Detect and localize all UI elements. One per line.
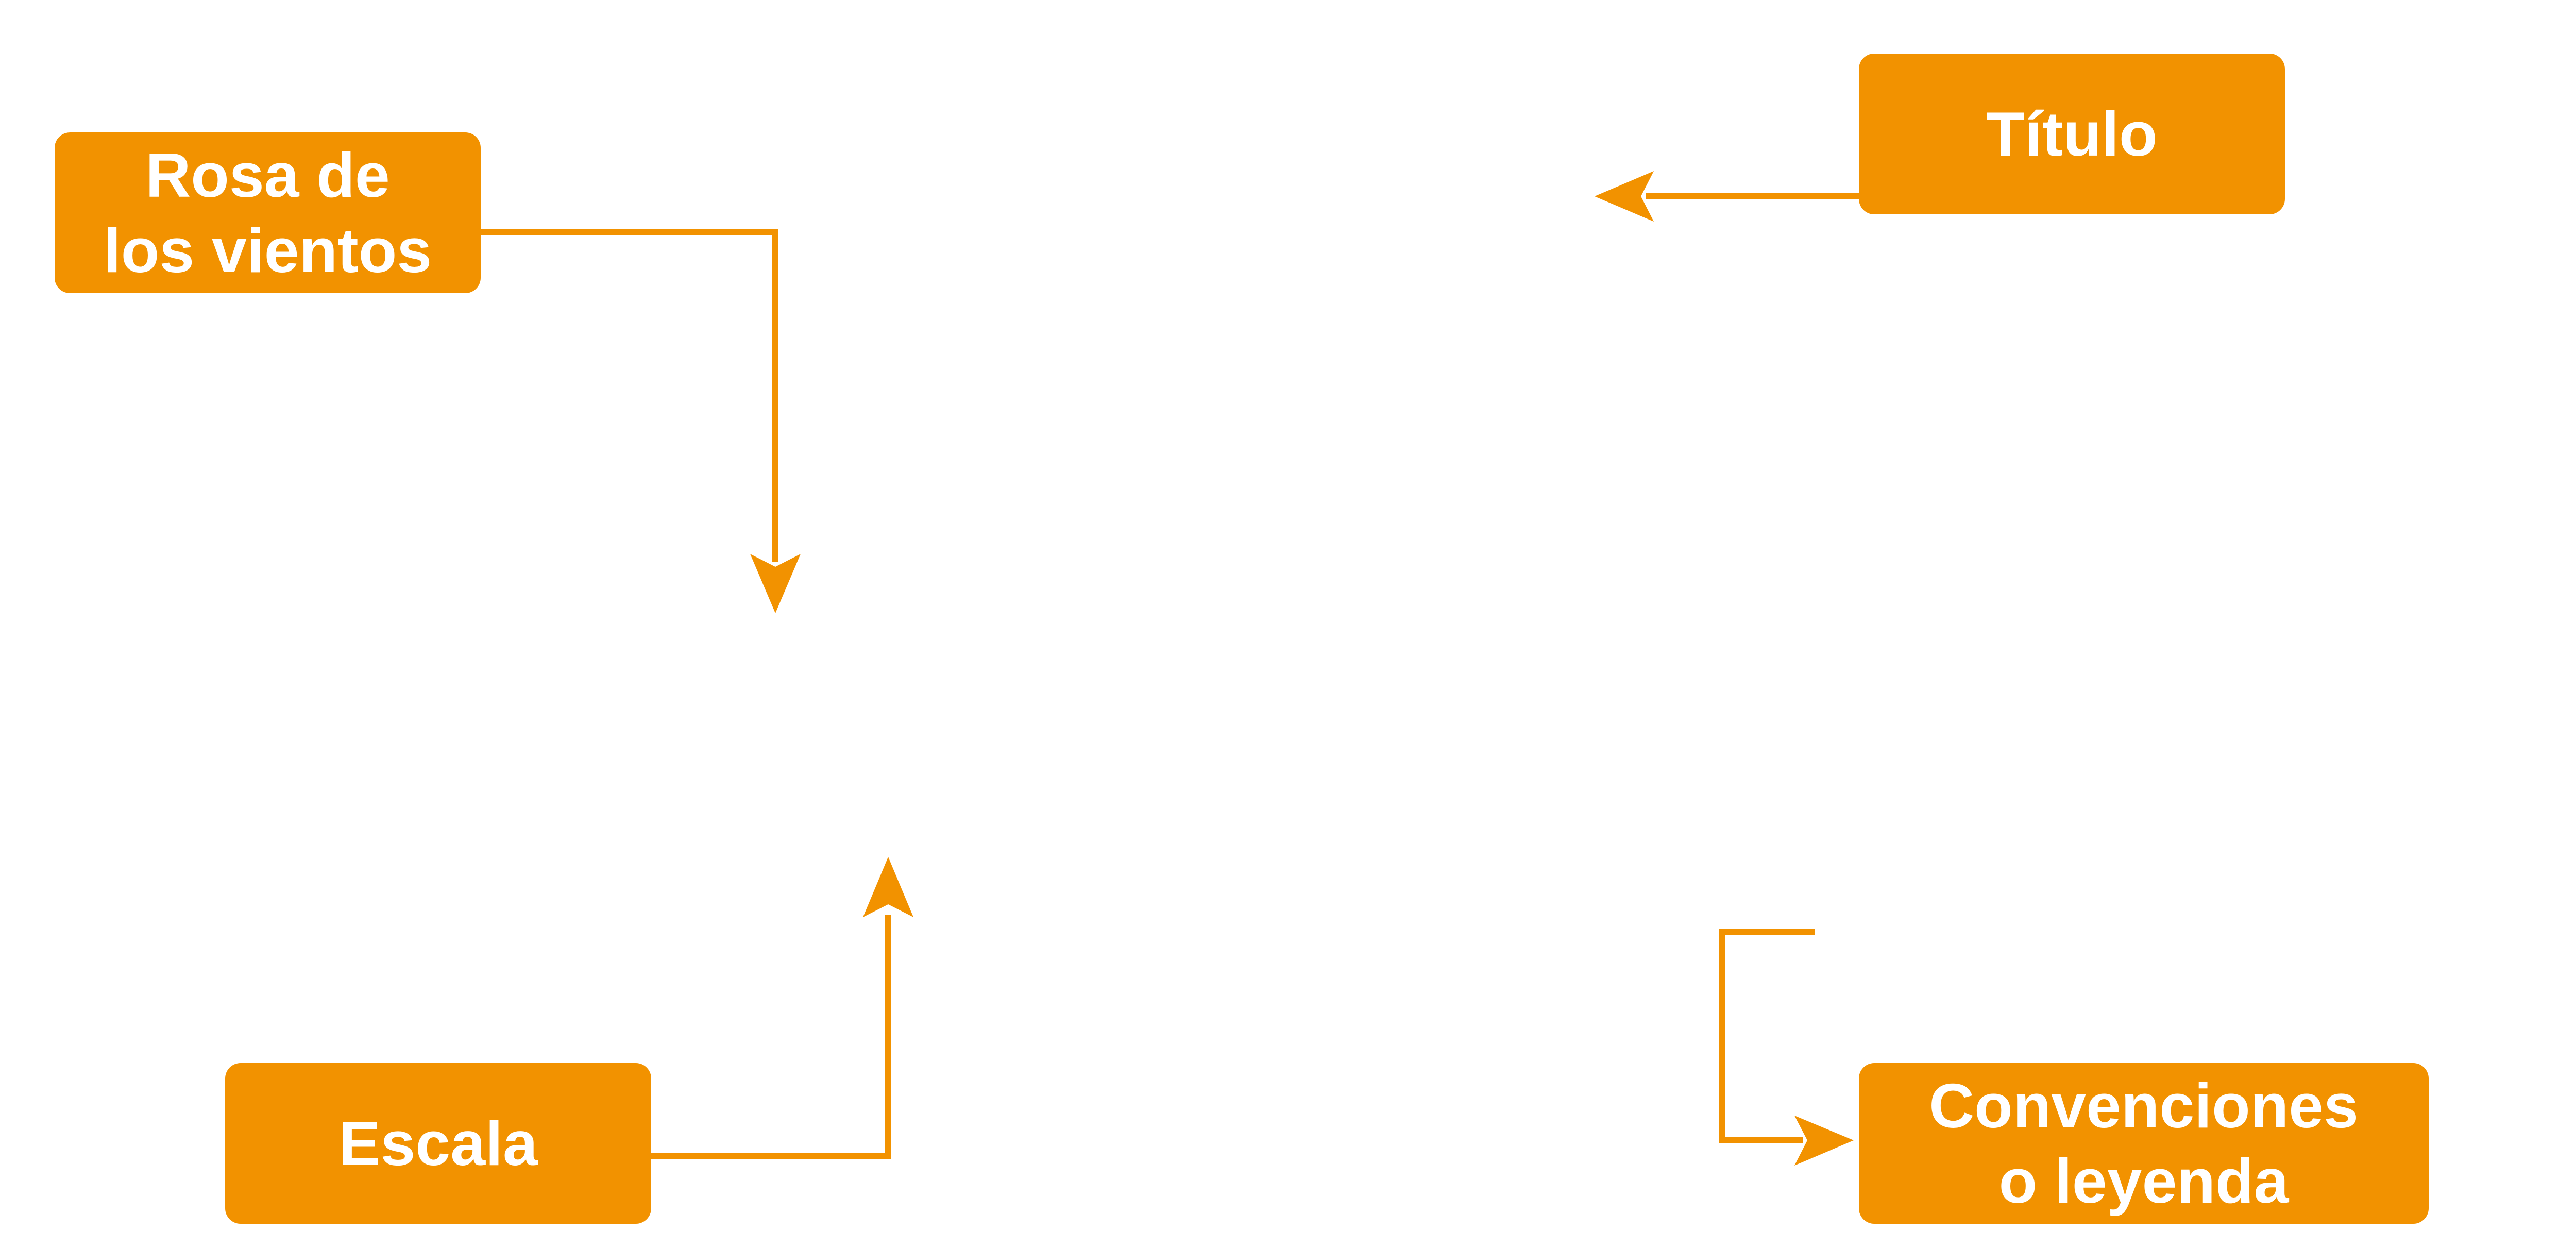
label-rosa-de-los-vientos: Rosa de los vientos	[55, 132, 481, 293]
connector-convenciones	[1719, 929, 1815, 1143]
label-escala: Escala	[225, 1063, 651, 1224]
connector-escala	[651, 915, 891, 1159]
label-convenciones-o-leyenda: Convenciones o leyenda	[1859, 1063, 2429, 1224]
arrowhead-escala	[863, 857, 913, 917]
arrowhead-convenciones	[1794, 1116, 1854, 1166]
arrowhead-rosa	[750, 554, 801, 613]
label-titulo: Título	[1859, 54, 2285, 214]
arrowhead-titulo	[1595, 171, 1654, 222]
connector-rosa	[481, 229, 778, 562]
